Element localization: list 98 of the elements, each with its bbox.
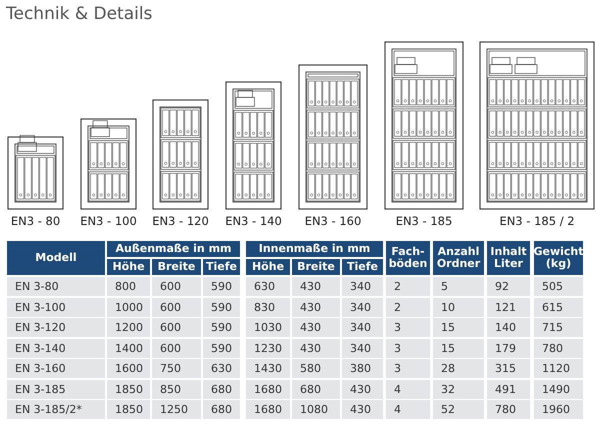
table-cell: 715 bbox=[534, 318, 583, 337]
column-header: Höhe bbox=[107, 259, 150, 275]
table-cell: 600 bbox=[152, 318, 201, 337]
table-cell: 1680 bbox=[246, 380, 290, 398]
column-header: Gewicht (kg) bbox=[534, 241, 583, 275]
table-cell: 15 bbox=[433, 338, 484, 358]
table-cell: 505 bbox=[534, 277, 583, 296]
table-cell: EN 3-120 bbox=[7, 318, 105, 337]
column-header: Innenmaße in mm bbox=[246, 241, 383, 257]
table-cell: 121 bbox=[487, 298, 530, 316]
table-cell: 3 bbox=[386, 318, 430, 337]
table-cell: 615 bbox=[534, 298, 583, 316]
table-cell: 340 bbox=[342, 338, 383, 358]
table-cell: 3 bbox=[386, 359, 430, 378]
table-cell: 2 bbox=[386, 298, 430, 316]
table-cell: EN 3-100 bbox=[7, 298, 105, 316]
table-cell: 1250 bbox=[152, 400, 201, 419]
table-cell: 430 bbox=[342, 400, 383, 419]
column-header: Modell bbox=[7, 241, 105, 275]
table-cell: 340 bbox=[342, 277, 383, 296]
table-cell: 590 bbox=[203, 298, 240, 316]
table-cell: 830 bbox=[246, 298, 290, 316]
table-cell: 315 bbox=[487, 359, 530, 378]
table-cell: 850 bbox=[152, 380, 201, 398]
model-caption: EN3 - 160 bbox=[304, 214, 362, 228]
table-cell: 780 bbox=[534, 338, 583, 358]
table-cell: EN 3-160 bbox=[7, 359, 105, 378]
table-cell: EN 3-80 bbox=[7, 277, 105, 296]
table-cell: 10 bbox=[433, 298, 484, 316]
table-cell: 600 bbox=[152, 338, 201, 358]
column-header: Tiefe bbox=[342, 259, 383, 275]
table-cell: 92 bbox=[487, 277, 530, 296]
column-header: Anzahl Ordner bbox=[433, 241, 484, 275]
model-caption: EN3 - 185 bbox=[394, 214, 454, 228]
column-header: Höhe bbox=[246, 259, 290, 275]
table-cell: 1030 bbox=[246, 318, 290, 337]
model-caption: EN3 - 100 bbox=[79, 214, 138, 228]
table-cell: 1960 bbox=[534, 400, 583, 419]
table-cell: 1850 bbox=[107, 380, 150, 398]
column-header: Fach- böden bbox=[386, 241, 430, 275]
table-cell: 750 bbox=[152, 359, 201, 378]
table-cell: 340 bbox=[342, 318, 383, 337]
table-cell: 680 bbox=[203, 380, 240, 398]
table-cell: 1680 bbox=[246, 400, 290, 419]
table-cell: EN 3-140 bbox=[7, 338, 105, 358]
table-cell: 600 bbox=[152, 298, 201, 316]
table-cell: 590 bbox=[203, 277, 240, 296]
table-cell: 1400 bbox=[107, 338, 150, 358]
table-cell: 4 bbox=[386, 400, 430, 419]
table-cell: 140 bbox=[487, 318, 530, 337]
table-cell: 491 bbox=[487, 380, 530, 398]
table-cell: 1120 bbox=[534, 359, 583, 378]
table-cell: 680 bbox=[292, 380, 340, 398]
table-cell: 430 bbox=[292, 318, 340, 337]
table-cell: 600 bbox=[152, 277, 201, 296]
table-cell: 430 bbox=[292, 338, 340, 358]
model-caption: EN3 - 120 bbox=[151, 214, 210, 228]
table-cell: 590 bbox=[203, 318, 240, 337]
column-header: Inhalt Liter bbox=[487, 241, 530, 275]
model-caption: EN3 - 80 bbox=[10, 214, 62, 228]
table-cell: EN 3-185 bbox=[7, 380, 105, 398]
column-header: Außenmaße in mm bbox=[107, 241, 240, 257]
table-cell: 1490 bbox=[534, 380, 583, 398]
table-cell: 680 bbox=[203, 400, 240, 419]
model-caption: EN3 - 140 bbox=[224, 214, 283, 228]
table-cell: EN 3-185/2* bbox=[7, 400, 105, 419]
model-caption: EN3 - 185 / 2 bbox=[498, 214, 576, 228]
table-cell: 630 bbox=[246, 277, 290, 296]
table-cell: 430 bbox=[342, 380, 383, 398]
table-cell: 1600 bbox=[107, 359, 150, 378]
table-cell: 52 bbox=[433, 400, 484, 419]
table-cell: 1430 bbox=[246, 359, 290, 378]
table-cell: 800 bbox=[107, 277, 150, 296]
column-header: Breite bbox=[152, 259, 201, 275]
table-cell: 1080 bbox=[292, 400, 340, 419]
table-cell: 580 bbox=[292, 359, 340, 378]
table-cell: 2 bbox=[386, 277, 430, 296]
table-cell: 630 bbox=[203, 359, 240, 378]
table-cell: 3 bbox=[386, 338, 430, 358]
table-cell: 780 bbox=[487, 400, 530, 419]
table-cell: 590 bbox=[203, 338, 240, 358]
table-cell: 28 bbox=[433, 359, 484, 378]
table-cell: 179 bbox=[487, 338, 530, 358]
table-cell: 430 bbox=[292, 298, 340, 316]
table-cell: 1200 bbox=[107, 318, 150, 337]
table-cell: 430 bbox=[292, 277, 340, 296]
table-cell: 340 bbox=[342, 298, 383, 316]
table-cell: 1230 bbox=[246, 338, 290, 358]
table-cell: 1000 bbox=[107, 298, 150, 316]
table-cell: 32 bbox=[433, 380, 484, 398]
table-cell: 1850 bbox=[107, 400, 150, 419]
page-title: Technik & Details bbox=[6, 4, 152, 24]
table-cell: 4 bbox=[386, 380, 430, 398]
column-header: Tiefe bbox=[203, 259, 240, 275]
table-cell: 380 bbox=[342, 359, 383, 378]
table-cell: 5 bbox=[433, 277, 484, 296]
column-header: Breite bbox=[292, 259, 340, 275]
table-cell: 15 bbox=[433, 318, 484, 337]
